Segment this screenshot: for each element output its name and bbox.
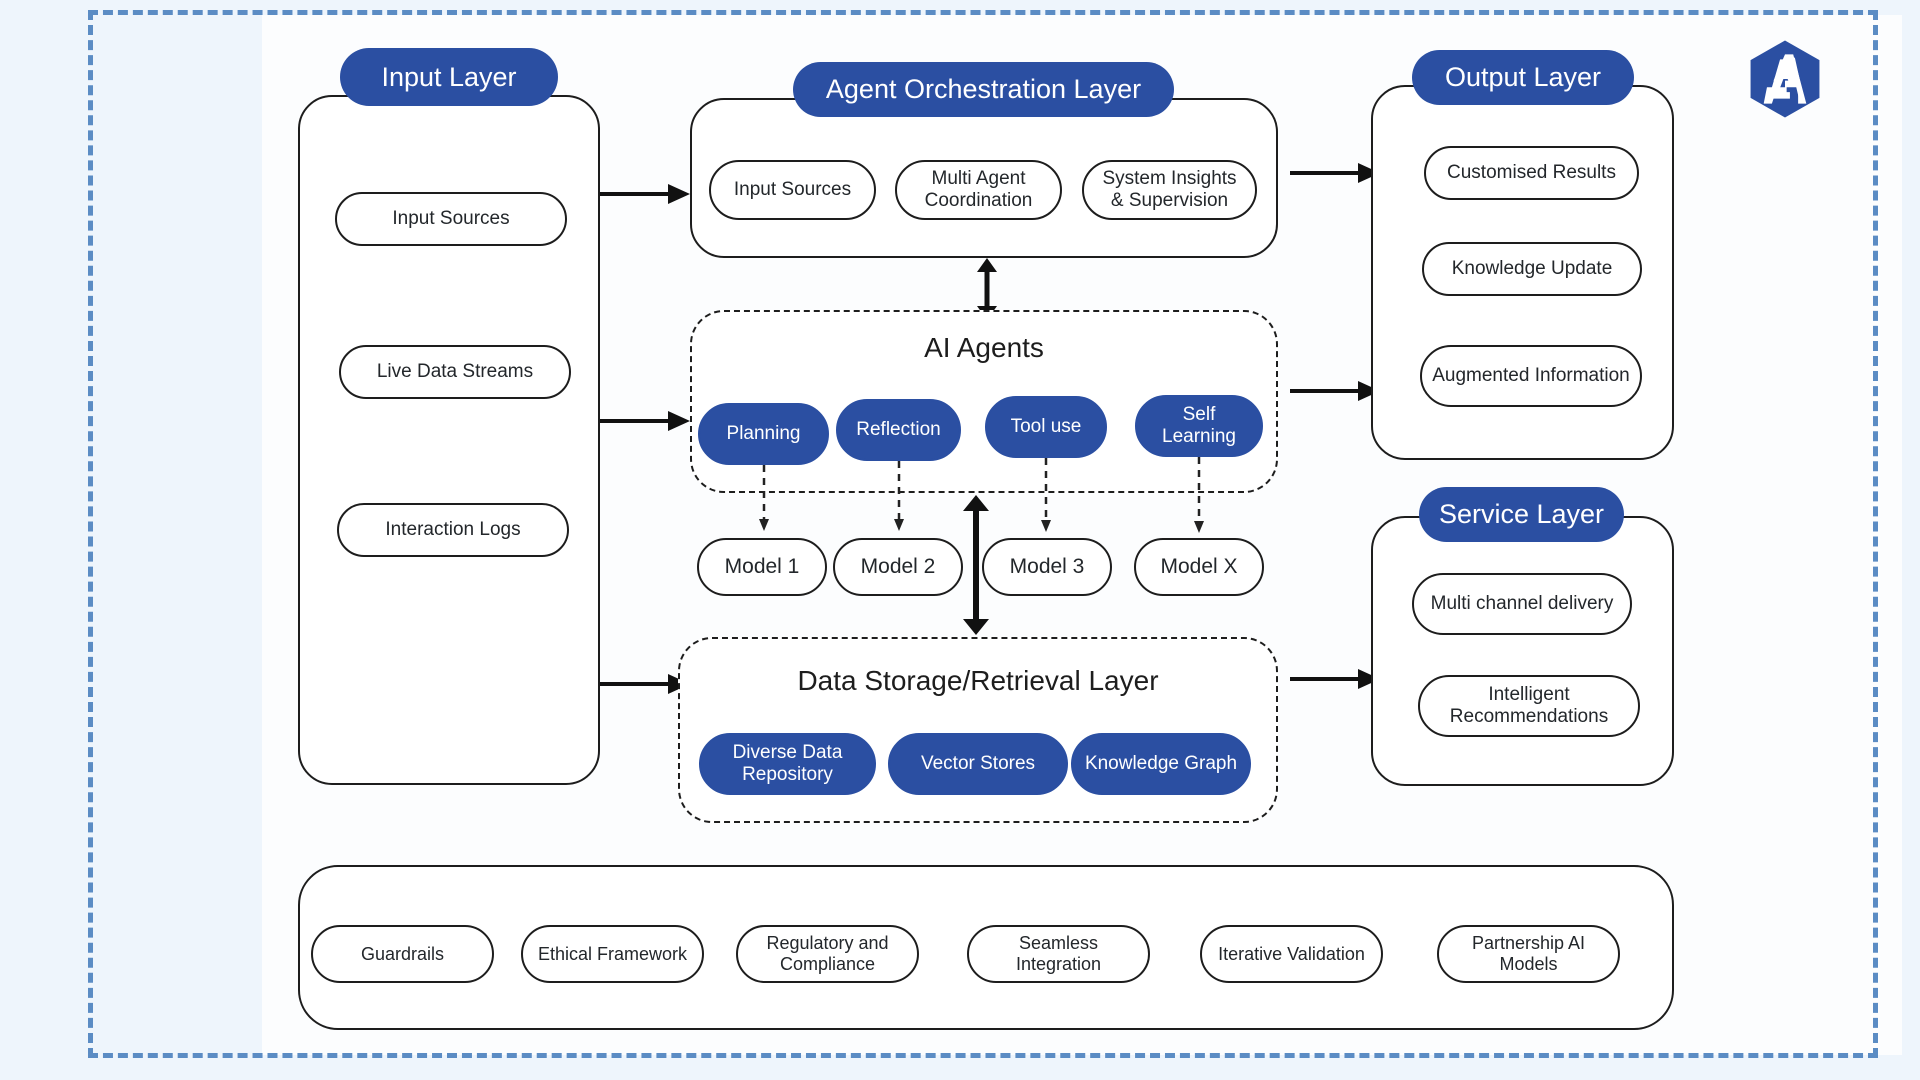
service-layer-title: Service Layer <box>1419 487 1624 542</box>
connector-reflection-to-model2 <box>894 461 904 531</box>
governance-item-guardrails[interactable]: Guardrails <box>311 925 494 983</box>
governance-item-ethical-framework[interactable]: Ethical Framework <box>521 925 704 983</box>
data-item-diverse-data-repository[interactable]: Diverse Data Repository <box>699 733 876 795</box>
input-item-live-data-streams[interactable]: Live Data Streams <box>339 345 571 399</box>
input-item-input-sources[interactable]: Input Sources <box>335 192 567 246</box>
ai-agents-title: AI Agents <box>924 332 1044 363</box>
model-box-2[interactable]: Model 2 <box>833 538 963 596</box>
ai-agent-self-learning[interactable]: Self Learning <box>1135 395 1263 457</box>
arrow-ai-agents-data-layer-bidirectional <box>963 495 989 635</box>
connector-selflearning-to-modelx <box>1194 457 1204 533</box>
arrow-input-to-orchestration <box>600 184 690 204</box>
orchestration-item-system-insights[interactable]: System Insights & Supervision <box>1082 160 1257 220</box>
input-layer-title: Input Layer <box>340 48 558 106</box>
governance-item-iterative-validation[interactable]: Iterative Validation <box>1200 925 1383 983</box>
input-item-interaction-logs[interactable]: Interaction Logs <box>337 503 569 557</box>
output-item-customised-results[interactable]: Customised Results <box>1424 146 1639 200</box>
governance-item-partnership-ai-models[interactable]: Partnership AI Models <box>1437 925 1620 983</box>
output-item-augmented-information[interactable]: Augmented Information <box>1420 345 1642 407</box>
model-box-1[interactable]: Model 1 <box>697 538 827 596</box>
model-box-x[interactable]: Model X <box>1134 538 1264 596</box>
service-item-multi-channel-delivery[interactable]: Multi channel delivery <box>1412 573 1632 635</box>
service-layer-container <box>1371 516 1674 786</box>
connector-tooluse-to-model3 <box>1041 458 1051 532</box>
data-item-knowledge-graph[interactable]: Knowledge Graph <box>1071 733 1251 795</box>
arrow-orchestration-to-output <box>1290 163 1380 183</box>
ai-agent-planning[interactable]: Planning <box>698 403 829 465</box>
orchestration-item-multi-agent-coordination[interactable]: Multi Agent Coordination <box>895 160 1062 220</box>
arrow-ai-agents-to-output <box>1290 381 1380 401</box>
orchestration-layer-title: Agent Orchestration Layer <box>793 62 1174 117</box>
model-box-3[interactable]: Model 3 <box>982 538 1112 596</box>
brand-logo <box>1744 38 1826 120</box>
diagram-outer-frame <box>88 10 1878 1058</box>
ai-agent-reflection[interactable]: Reflection <box>836 399 961 461</box>
ai-agent-tool-use[interactable]: Tool use <box>985 396 1107 458</box>
output-layer-title: Output Layer <box>1412 50 1634 105</box>
connector-planning-to-model1 <box>759 465 769 531</box>
service-item-intelligent-recommendations[interactable]: Intelligent Recommendations <box>1418 675 1640 737</box>
output-item-knowledge-update[interactable]: Knowledge Update <box>1422 242 1642 296</box>
data-layer-title: Data Storage/Retrieval Layer <box>797 665 1159 696</box>
arrow-input-to-ai-agents <box>600 411 690 431</box>
data-item-vector-stores[interactable]: Vector Stores <box>888 733 1068 795</box>
orchestration-item-input-sources[interactable]: Input Sources <box>709 160 876 220</box>
arrow-data-layer-to-service <box>1290 669 1380 689</box>
governance-item-seamless-integration[interactable]: Seamless Integration <box>967 925 1150 983</box>
governance-item-regulatory-and-compliance[interactable]: Regulatory and Compliance <box>736 925 919 983</box>
